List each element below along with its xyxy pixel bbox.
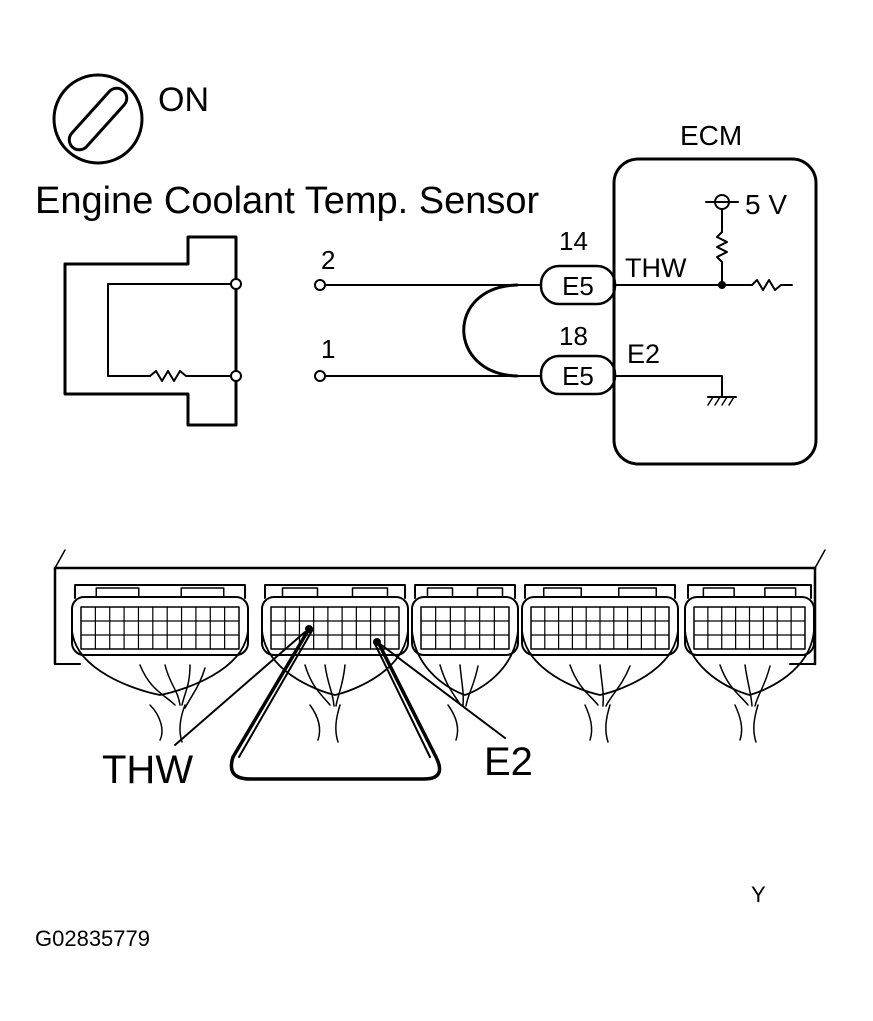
wire-harness-bundles <box>139 664 771 743</box>
connector-blocks <box>71 584 815 696</box>
e2-leader-line <box>379 643 506 739</box>
footer-mark: Y <box>751 882 766 907</box>
test-probe-jumper <box>229 625 442 781</box>
e2-signal-label: E2 <box>627 339 660 369</box>
connector-block-5 <box>684 584 815 696</box>
connector-block-3 <box>411 584 519 696</box>
supply-voltage-label: 5 V <box>745 189 787 220</box>
ecm-internal-circuit <box>614 194 793 406</box>
thw-signal-label: THW <box>625 253 687 283</box>
sensor-title: Engine Coolant Temp. Sensor <box>35 180 540 222</box>
thw-probe-label: THW <box>102 748 193 792</box>
connector-block-2 <box>261 584 409 696</box>
ecm-label: ECM <box>680 120 742 151</box>
sensor-terminal-lower <box>230 370 242 382</box>
connector-block-4 <box>521 584 679 696</box>
terminal-14-number: 14 <box>559 226 588 256</box>
terminal-18-number: 18 <box>559 321 588 351</box>
sensor-body <box>63 235 242 427</box>
connector-block-1 <box>71 584 249 696</box>
ignition-switch-icon <box>52 73 144 165</box>
diagram-code: G02835779 <box>35 926 150 951</box>
pin-1-label: 1 <box>321 334 335 364</box>
connector-e5-lower-label: E5 <box>562 361 594 391</box>
ecm-box <box>612 157 818 466</box>
junction-dot-icon <box>718 281 726 289</box>
thw-probe-tip-icon <box>305 625 313 633</box>
connector-e5-upper-label: E5 <box>562 271 594 301</box>
e2-probe-label: E2 <box>484 740 533 784</box>
harness-pin-1 <box>314 370 326 382</box>
thw-leader-line <box>174 631 306 746</box>
sensor-terminal-upper <box>230 278 242 290</box>
jumper-wire <box>462 283 519 378</box>
pin-2-label: 2 <box>321 245 335 275</box>
ignition-label: ON <box>158 81 209 119</box>
harness-pin-2 <box>314 279 326 291</box>
